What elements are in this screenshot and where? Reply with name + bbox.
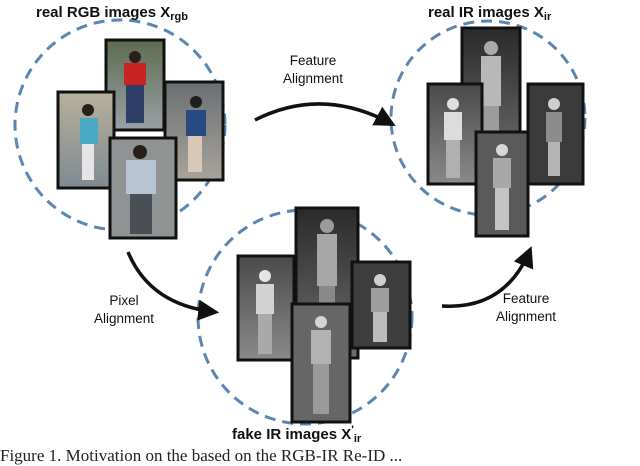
ir-fake-circle: [196, 208, 414, 426]
ir-real-image-4: [474, 130, 530, 238]
ir-fake-image-2: [236, 254, 296, 362]
ir-real-images-title: real IR images Xir: [428, 4, 551, 23]
ir-fake-title-prime: ': [351, 424, 354, 436]
feature-bottom-line1: Feature: [502, 291, 550, 306]
rgb-image-4: [108, 136, 178, 240]
ir-real-title-text: real IR images X: [428, 4, 544, 21]
figure-caption: Figure 1. Motivation on the based on the…: [0, 446, 403, 465]
ir-fake-image-3: [350, 260, 412, 350]
ir-fake-title-text: fake IR images X: [232, 426, 352, 443]
rgb-image-2: [56, 90, 116, 190]
rgb-image-cluster: [56, 38, 225, 240]
ir-real-title-subscript: ir: [543, 11, 552, 23]
feature-top-line1: Feature: [289, 53, 337, 68]
pixel-line2: Alignment: [94, 310, 155, 326]
ir-real-image-cluster: [426, 26, 585, 238]
feature-alignment-label-top: Feature Alignment: [283, 52, 343, 87]
rgb-image-3: [163, 80, 225, 182]
pixel-line1: Pixel: [109, 293, 139, 308]
ir-real-image-2: [426, 82, 484, 186]
pixel-alignment-arrow: [126, 251, 220, 321]
feature-bottom-line2: Alignment: [496, 308, 557, 324]
ir-fake-images-title: fake IR images X'ir: [232, 424, 361, 445]
ir-real-image-3: [526, 82, 585, 186]
ir-fake-title-subscript: ir: [353, 433, 362, 445]
rgb-title-subscript: rgb: [170, 11, 188, 23]
rgb-images-title: real RGB images Xrgb: [36, 4, 188, 23]
pixel-alignment-label: Pixel Alignment: [94, 292, 154, 327]
feature-alignment-arrow-top: [254, 102, 396, 127]
feature-alignment-label-bottom: Feature Alignment: [496, 290, 556, 325]
rgb-image-1: [104, 38, 166, 132]
feature-top-line2: Alignment: [283, 70, 344, 86]
rgb-title-text: real RGB images X: [36, 4, 171, 21]
ir-fake-image-cluster: [236, 206, 412, 424]
ir-fake-image-4: [290, 302, 352, 424]
feature-alignment-arrow-bottom: [441, 246, 534, 308]
